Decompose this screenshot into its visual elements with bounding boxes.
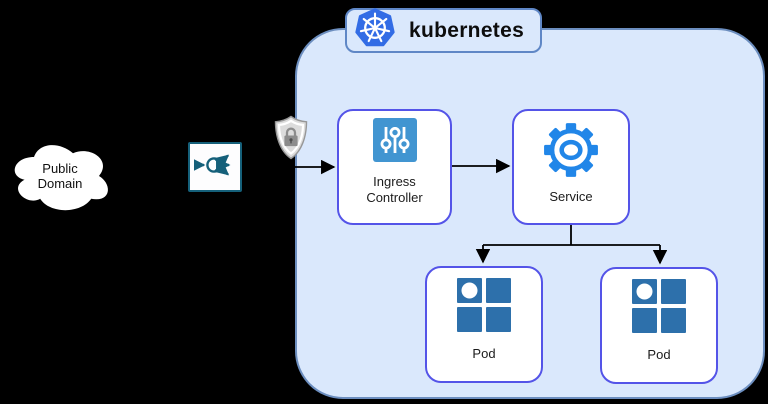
ingress-controller-label: Ingress Controller: [366, 174, 422, 206]
ingress-controller-node[interactable]: Ingress Controller: [337, 109, 452, 225]
gear-icon: [542, 121, 600, 184]
pod-label: Pod: [472, 346, 496, 361]
ingress-label-line2: Controller: [366, 189, 423, 205]
cloud-label-line1: Public: [42, 160, 78, 176]
sliders-icon: [372, 118, 417, 162]
ingress-label-line1: Ingress: [373, 174, 416, 189]
service-label: Service: [549, 189, 593, 204]
service-node[interactable]: Service: [512, 109, 630, 225]
pod-grid-icon: [632, 279, 686, 338]
cloud-label-line2: Domain: [37, 176, 83, 191]
shield-lock-icon: [274, 115, 308, 160]
pod-grid-icon: [457, 278, 511, 337]
cloud-label: Public Domain: [8, 138, 112, 214]
cluster-title: kubernetes: [409, 18, 525, 42]
load-balancer-node[interactable]: [188, 142, 242, 192]
load-balancer-icon: [191, 148, 236, 187]
pod-node-1[interactable]: Pod: [425, 266, 543, 383]
pod-node-2[interactable]: Pod: [600, 267, 718, 384]
pod-label: Pod: [647, 347, 671, 362]
public-domain-cloud[interactable]: Public Domain: [8, 138, 112, 214]
kubernetes-cluster-label[interactable]: kubernetes: [345, 8, 542, 53]
cloud-shape: [14, 145, 108, 211]
kubernetes-logo-icon: [355, 8, 395, 53]
